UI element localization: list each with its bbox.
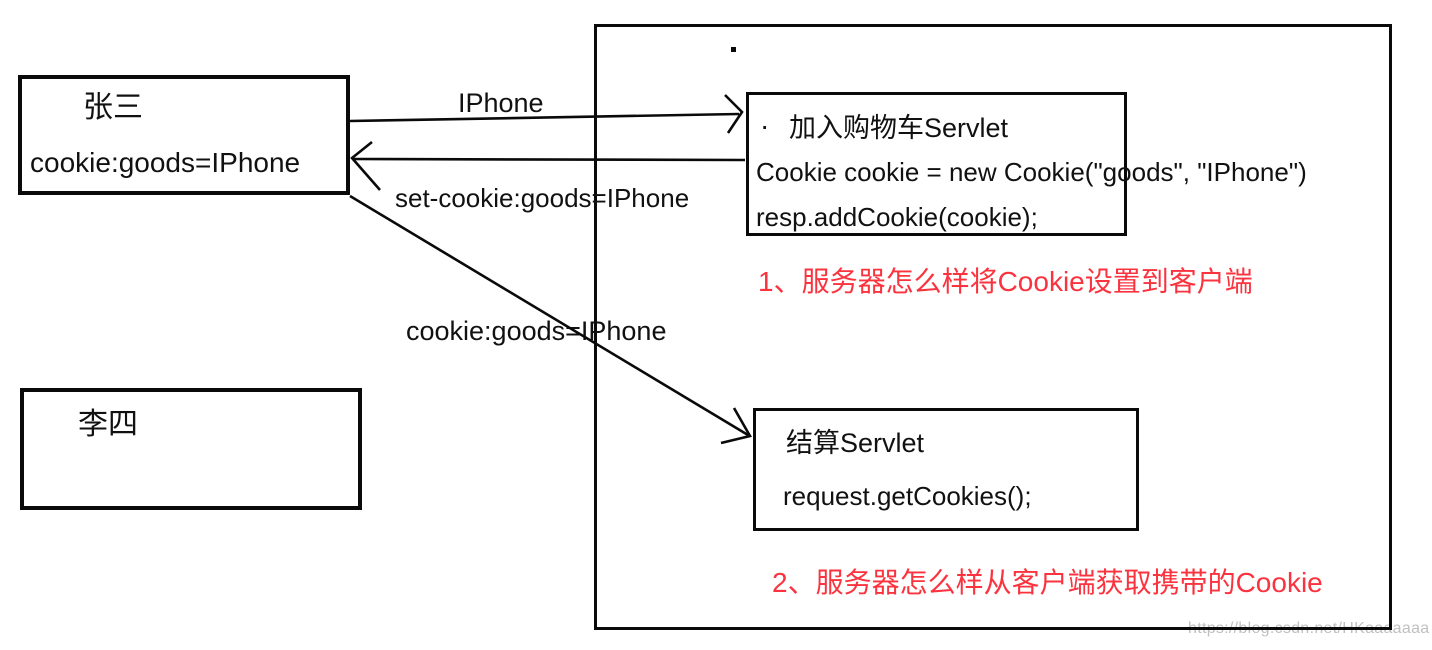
- client-zhangsan-box: [18, 75, 350, 195]
- note-get-cookie: 2、服务器怎么样从客户端获取携带的Cookie: [772, 567, 1323, 598]
- client-lisi-box: [20, 388, 362, 510]
- client-zhangsan-cookie: cookie:goods=IPhone: [30, 147, 301, 178]
- add-cart-bullet-dot: ·: [760, 110, 770, 141]
- checkout-servlet-box: [753, 408, 1139, 531]
- checkout-servlet-title: 结算Servlet: [786, 428, 925, 458]
- stray-dot: [731, 47, 736, 52]
- add-cart-servlet-box: [746, 92, 1127, 236]
- arrow-label-iphone: IPhone: [458, 88, 544, 118]
- note-set-cookie: 1、服务器怎么样将Cookie设置到客户端: [758, 266, 1253, 297]
- client-zhangsan-name: 张三: [83, 91, 143, 124]
- checkout-code-get-cookies: request.getCookies();: [783, 481, 1032, 511]
- client-lisi-name: 李四: [78, 408, 138, 441]
- arrow-label-cookie: cookie:goods=IPhone: [406, 316, 667, 346]
- add-cart-code-new-cookie: Cookie cookie = new Cookie("goods", "IPh…: [756, 157, 1307, 187]
- add-cart-code-add-cookie: resp.addCookie(cookie);: [756, 202, 1038, 232]
- add-cart-servlet-title: 加入购物车Servlet: [789, 113, 1009, 143]
- arrow-label-set-cookie: set-cookie:goods=IPhone: [395, 183, 690, 213]
